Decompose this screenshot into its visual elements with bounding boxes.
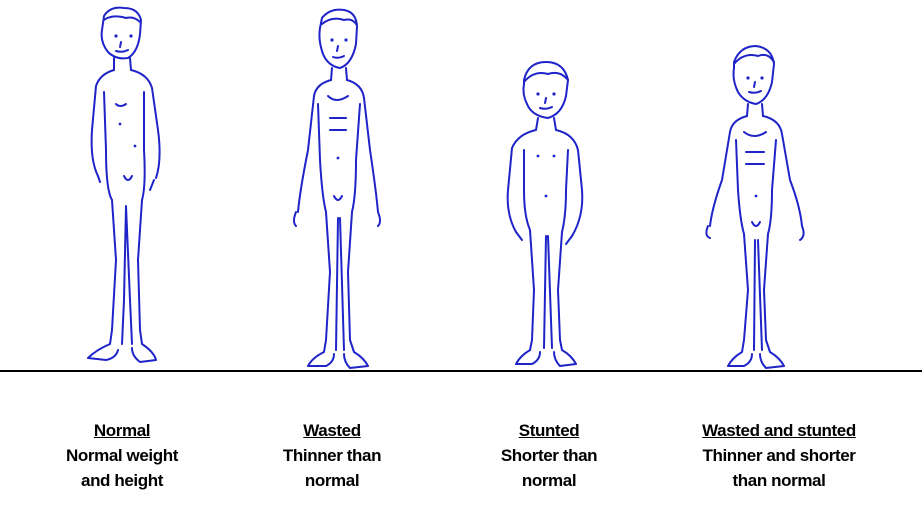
caption-title-normal: Normal — [22, 418, 222, 443]
caption-line: Normal weight — [22, 443, 222, 468]
caption-line: normal — [449, 468, 649, 493]
caption-wasted: Wasted Thinner than normal — [232, 418, 432, 493]
child-figure-stunted — [508, 62, 583, 366]
caption-line: Thinner and shorter — [664, 443, 894, 468]
caption-stunted: Stunted Shorter than normal — [449, 418, 649, 493]
caption-title-wasted-and-stunted: Wasted and stunted — [664, 418, 894, 443]
caption-line: Thinner than — [232, 443, 432, 468]
caption-title-stunted: Stunted — [449, 418, 649, 443]
child-figure-wasted — [294, 10, 380, 368]
caption-normal: Normal Normal weight and height — [22, 418, 222, 493]
caption-line: and height — [22, 468, 222, 493]
caption-line: normal — [232, 468, 432, 493]
child-figure-wasted-and-stunted — [706, 46, 803, 368]
caption-wasted-and-stunted: Wasted and stunted Thinner and shorter t… — [664, 418, 894, 493]
caption-title-wasted: Wasted — [232, 418, 432, 443]
caption-line: Shorter than — [449, 443, 649, 468]
child-figure-normal — [88, 8, 160, 362]
caption-line: than normal — [664, 468, 894, 493]
